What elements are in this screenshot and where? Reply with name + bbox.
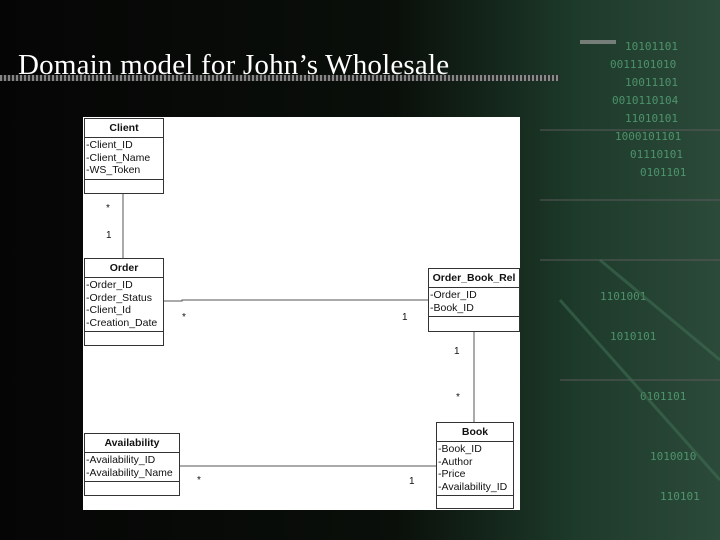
title-underline — [0, 75, 560, 81]
multiplicity-client-side: * — [106, 203, 110, 214]
attribute: Author — [438, 456, 513, 469]
class-order-book-rel[interactable]: Order_Book_Rel Order_ID Book_ID — [428, 268, 520, 332]
class-availability[interactable]: Availability Availability_ID Availabilit… — [84, 433, 180, 496]
attribute: Price — [438, 468, 513, 481]
svg-text:0011101010: 0011101010 — [610, 58, 676, 71]
multiplicity-rel-to-book: 1 — [454, 346, 460, 357]
svg-text:01110101: 01110101 — [630, 148, 683, 161]
attribute: Book_ID — [438, 443, 513, 456]
attribute: Order_ID — [86, 279, 163, 292]
svg-text:1000101101: 1000101101 — [615, 130, 681, 143]
class-name: Order_Book_Rel — [429, 269, 519, 288]
svg-text:11010101: 11010101 — [625, 112, 678, 125]
svg-text:0101101: 0101101 — [640, 166, 686, 179]
attribute: Order_ID — [430, 289, 519, 302]
class-name: Client — [85, 119, 163, 138]
svg-text:110101: 110101 — [660, 490, 700, 503]
svg-text:10011101: 10011101 — [625, 76, 678, 89]
multiplicity-book-from-rel: * — [456, 392, 460, 403]
attribute: Creation_Date — [86, 317, 163, 330]
association-order-bookrel — [163, 299, 428, 302]
svg-text:1101001: 1101001 — [600, 290, 646, 303]
svg-text:0010110104: 0010110104 — [612, 94, 679, 107]
operations-compartment — [85, 482, 179, 497]
attribute-list: Order_ID Book_ID — [429, 288, 519, 317]
svg-text:1010101: 1010101 — [610, 330, 656, 343]
attribute: Client_ID — [86, 139, 163, 152]
class-name: Availability — [85, 434, 179, 453]
association-lines — [122, 194, 475, 467]
attribute: Client_Name — [86, 152, 163, 165]
class-name: Book — [437, 423, 513, 442]
attribute: Availability_ID — [438, 481, 513, 494]
attribute: Book_ID — [430, 302, 519, 315]
svg-text:1010010: 1010010 — [650, 450, 696, 463]
multiplicity-rel-from-order: 1 — [402, 312, 408, 323]
operations-compartment — [429, 317, 519, 332]
uml-diagram-canvas: Client Client_ID Client_Name WS_Token Or… — [83, 117, 520, 510]
operations-compartment — [85, 180, 163, 195]
attribute: Order_Status — [86, 292, 163, 305]
class-client[interactable]: Client Client_ID Client_Name WS_Token — [84, 118, 164, 194]
svg-text:10101101: 10101101 — [625, 40, 678, 53]
attribute-list: Client_ID Client_Name WS_Token — [85, 138, 163, 180]
multiplicity-order-side: 1 — [106, 230, 112, 241]
svg-text:0101101: 0101101 — [640, 390, 686, 403]
attribute: Client_Id — [86, 304, 163, 317]
multiplicity-availability-side: * — [197, 475, 201, 486]
operations-compartment — [437, 496, 513, 511]
attribute: Availability_Name — [86, 467, 179, 480]
multiplicity-book-from-availability: 1 — [409, 476, 415, 487]
class-name: Order — [85, 259, 163, 278]
attribute: WS_Token — [86, 164, 163, 177]
attribute-list: Availability_ID Availability_Name — [85, 453, 179, 482]
operations-compartment — [85, 332, 163, 347]
attribute-list: Book_ID Author Price Availability_ID — [437, 442, 513, 496]
attribute: Availability_ID — [86, 454, 179, 467]
class-order[interactable]: Order Order_ID Order_Status Client_Id Cr… — [84, 258, 164, 346]
class-book[interactable]: Book Book_ID Author Price Availability_I… — [436, 422, 514, 509]
multiplicity-order-to-rel: * — [182, 312, 186, 323]
attribute-list: Order_ID Order_Status Client_Id Creation… — [85, 278, 163, 332]
